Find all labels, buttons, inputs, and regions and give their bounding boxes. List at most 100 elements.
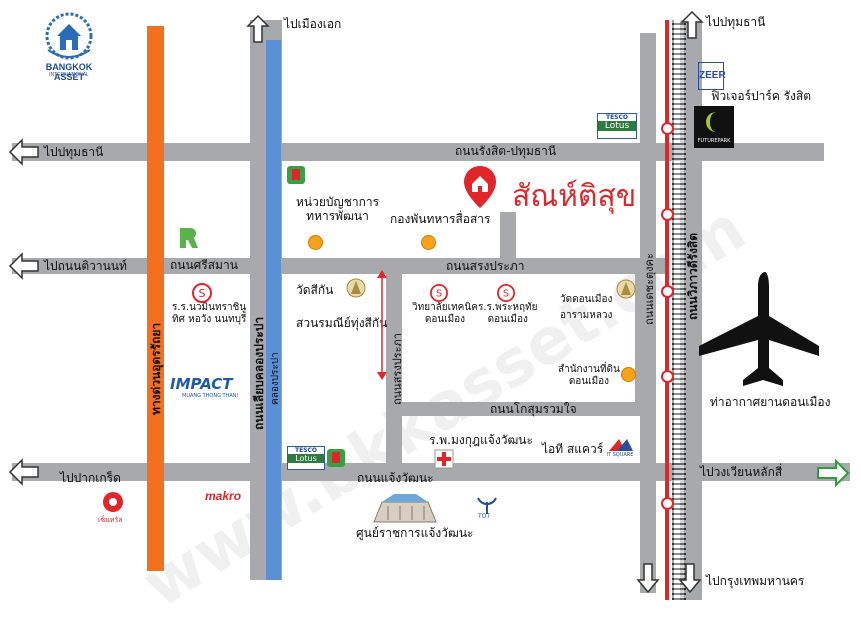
dir-tiwanon: ไปถนนติวานนท์ [44,259,127,273]
makro-logo: makro [205,489,242,503]
central-label: เซ็นทรัล [98,516,123,524]
dir-bangkok: ไปกรุงเทพมหานคร [706,574,805,588]
label-rangsit-road: ถนนรังสิต-ปทุมธานี [455,144,557,158]
up-arrow-icon-right [680,10,704,39]
label-chaloem-vertical: ถนนเลียบคลองประปา [252,316,266,430]
label-kosumruamjai: ถนนโกสุมรวมใจ [490,402,577,416]
tesco-text-bottom: TESCO [294,447,318,454]
left-arrow-icon-2 [8,252,39,280]
svg-text:S: S [436,289,442,300]
leaf-icon [706,112,726,132]
label-chaengwattana: ถนนแจ้งวัฒนะ [357,471,434,485]
seven-eleven-mark [292,169,300,180]
road-rangsit-pathumthani [12,143,824,161]
seven-eleven-logo-1 [287,166,305,184]
svg-text:S: S [503,289,509,300]
label-songprapa: ถนนสรงประภา [446,259,525,273]
tesco-lotus-logo-bottom: TESCO Lotus [287,446,325,470]
futurepark-logo-text: FUTUREPARK [697,138,731,144]
railway-ties [672,20,686,600]
tesco-lotus-logo-top: TESCO Lotus [597,113,637,139]
futurepark-label: ฟิวเจอร์ปาร์ค รังสิต [711,89,812,103]
temple-icon-1 [346,278,366,298]
dir-pathumthani-left: ไปปทุมธานี [44,145,104,159]
land-office-label: สำนักงานที่ดิน ดอนเมือง [558,364,620,387]
school-s-icon-2: S [430,284,448,302]
red-line-train [665,20,669,600]
train-station-2 [661,208,674,221]
down-arrow-icon-2 [678,563,702,594]
impact-sub: MUANG THONG THANI [182,393,239,399]
road-songprapa-vertical [386,274,402,474]
airport-label: ท่าอากาศยานดอนเมือง [710,395,831,409]
project-title: สัณห์ติสุข [512,179,637,214]
it-square-emblem-icon [609,439,633,451]
train-station-4 [661,370,674,383]
bangkok-asset-emblem-icon [45,12,93,60]
tesco-text-top: TESCO [605,114,629,121]
label-khlong-prapa: คลองประปา [270,352,281,405]
government-center-icon [373,494,437,523]
train-station-5 [661,497,674,510]
r-brand-icon [180,228,198,248]
label-expressway-vertical: ทางด่วนอุดรรัถยา [149,322,163,415]
it-square-logo-text: IT SQUARE [606,452,634,458]
it-square-label: ไอที สแควร์ [542,442,604,456]
central-logo-icon [103,492,123,512]
govt-center-label: ศูนย์ราชการแจ้งวัฒนะ [356,526,474,540]
army-unit-label: หน่วยบัญชาการ ทหารพัฒนา [296,195,380,223]
phrahathai-label: ร.ร.พระหฤทัย ดอนเมือง [478,302,538,325]
double-arrow-icon [377,270,387,380]
brand-name: BANGKOK ASSET [45,62,93,82]
road-kosumruamjai [400,402,650,416]
suan-rommani-label: สวนรมณีย์ทุ่งสีกัน [296,316,388,330]
hospital-label: ร.พ.มงกุฎแจ้งวัฒนะ [429,433,533,447]
down-arrow-icon-1 [636,563,660,594]
dir-mueang-ek: ไปเมืองเอก [284,17,342,31]
up-arrow-icon [246,14,270,43]
bangkok-asset-logo: BANGKOK ASSET INTERNATIONAL [30,10,108,82]
road-srisaman [12,258,667,274]
school-nonthaburi-label: ร.ร.นวมินทราชินู ทิศ หอวัง นนทบุรี [172,302,247,325]
dir-pakkret: ไปปากเกร็ด [60,471,121,485]
it-square-logo: IT SQUARE [603,437,637,459]
tot-label: TOT [478,513,491,520]
tot-logo-icon [477,497,497,514]
road-link [500,212,516,262]
poi-dot-army-unit [308,235,323,250]
left-arrow-icon-3 [8,458,39,486]
label-songprapa-vertical: ถนนสรงประภา [391,333,404,405]
wat-donmueang-label: วัดดอนเมือง อารามหลวง [560,294,613,321]
right-arrow-icon [817,458,850,488]
futurepark-logo: FUTUREPARK [694,106,734,148]
train-station-3 [661,285,674,298]
lotus-text-top: Lotus [598,121,636,131]
seven-eleven-logo-2 [327,449,345,467]
poi-dot-land-office [621,367,636,382]
location-pin-icon [464,166,496,208]
khlong-prapa-canal [266,40,281,580]
brand-sub: INTERNATIONAL [49,72,89,78]
temple-icon-2 [616,279,636,299]
poi-dot-signal [421,235,436,250]
svg-text:S: S [199,287,206,300]
dir-laksi: ไปวงเวียนหลักสี่ [700,465,783,479]
label-dechatungkha: ถนนเดชะตุงคะ [643,253,656,325]
expressway-udon-ratthaya [147,26,164,571]
school-s-icon-1: S [192,283,212,303]
school-s-icon-3: S [497,284,515,302]
signal-battalion-label: กองพันทหารสื่อสาร [390,212,491,226]
left-arrow-icon-1 [8,138,39,166]
lotus-text-bottom: Lotus [288,454,324,463]
seven-eleven-mark-2 [332,452,340,463]
college-label: วิทยาลัยเทคนิค ดอนเมือง [412,302,478,325]
train-station-1 [661,122,674,135]
dir-pathumthani-top: ไปปทุมธานี [706,15,766,29]
impact-logo: IMPACT [170,375,233,393]
road-block-edge [635,274,649,416]
label-srisaman: ถนนศรีสมาน [170,258,238,272]
wat-sikan-label: วัดสีกัน [296,283,334,297]
airplane-icon [699,272,819,386]
zeer-logo: ZEER [698,62,726,90]
hospital-cross-icon [434,449,454,469]
